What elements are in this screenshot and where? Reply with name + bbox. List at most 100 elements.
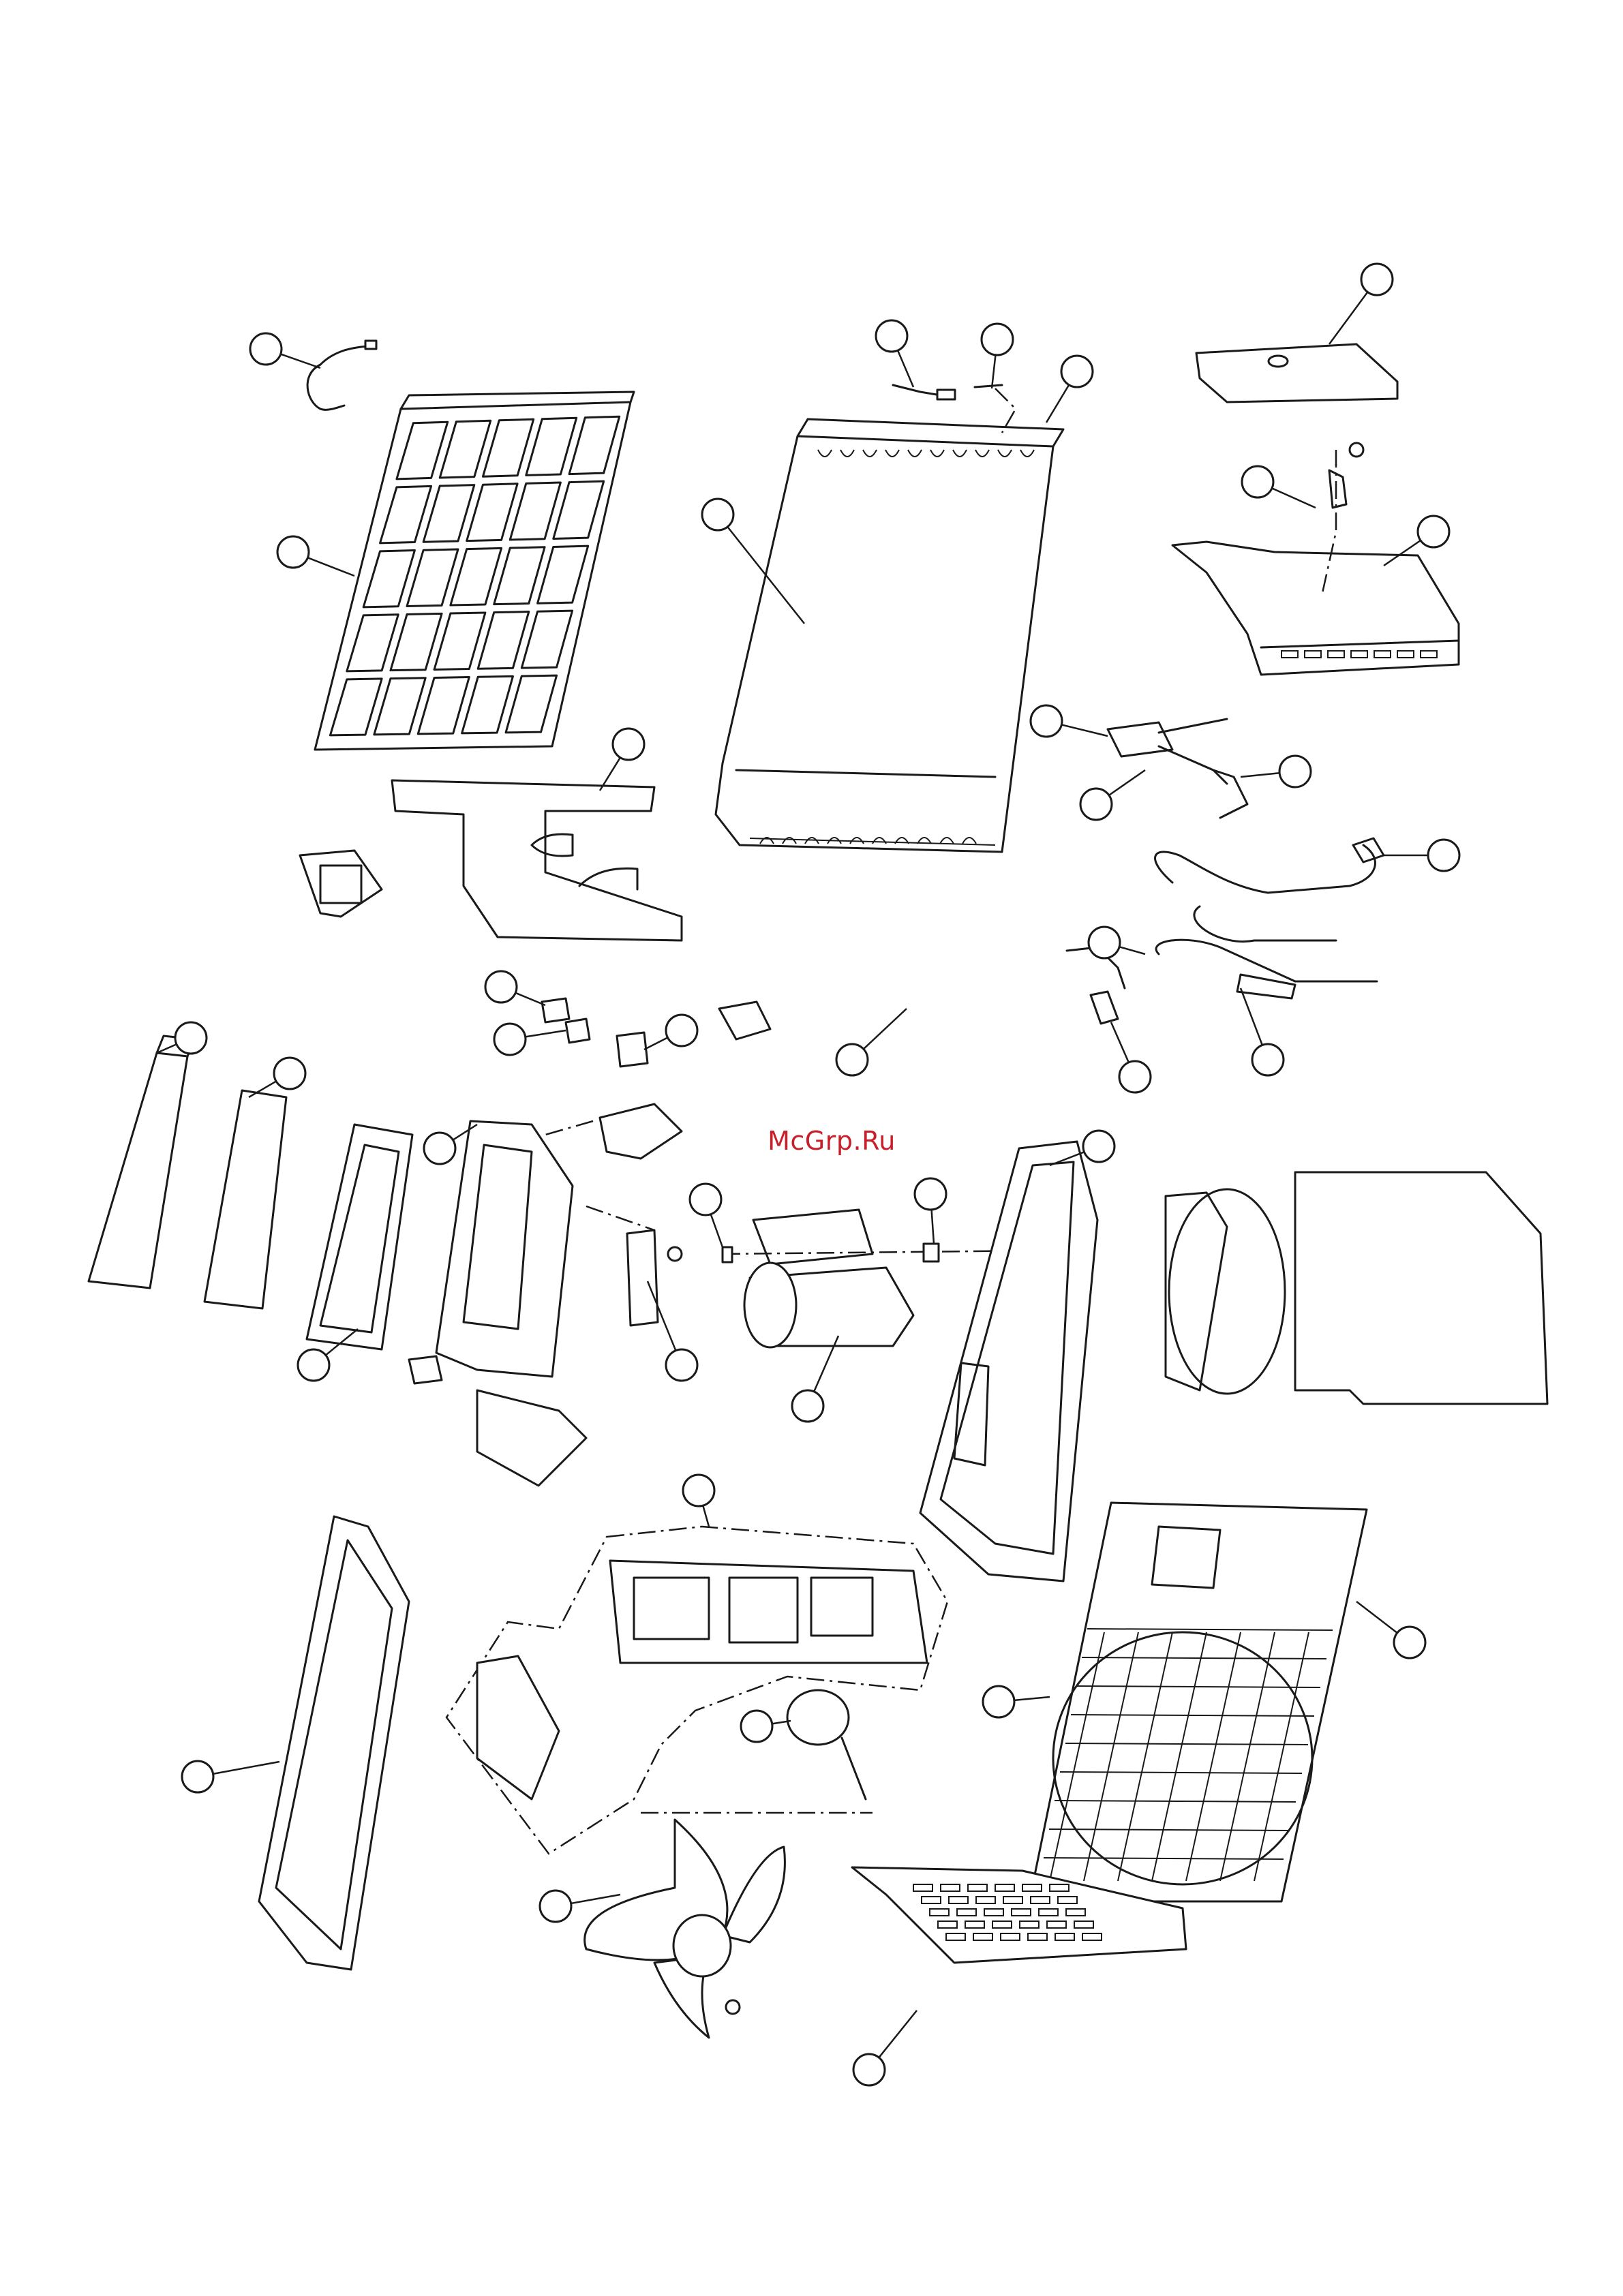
- callout-bubble: [683, 1475, 714, 1527]
- leader-line: [307, 557, 354, 576]
- callout-circle: [982, 324, 1013, 355]
- callout-bubble: [741, 1711, 791, 1742]
- sensor-probe: [1067, 947, 1125, 1024]
- callout-bubble: [1089, 927, 1145, 958]
- leader-line: [932, 1210, 934, 1244]
- leader-line: [1119, 947, 1145, 954]
- leader-line: [644, 1037, 668, 1050]
- callout-circle: [1083, 1131, 1114, 1162]
- filter-frame: [307, 1124, 412, 1349]
- leader-line: [515, 993, 545, 1005]
- watermark-text: McGrp.Ru: [743, 1126, 920, 1156]
- callout-circle: [666, 1349, 697, 1381]
- callout-bubble: [249, 1058, 305, 1097]
- leader-line: [1241, 773, 1279, 777]
- small-block: [409, 1356, 442, 1383]
- callout-circle: [1061, 356, 1093, 387]
- callout-circle: [792, 1390, 823, 1422]
- side-panel: [920, 1142, 1097, 1581]
- callout-circle: [702, 499, 733, 530]
- callout-bubble: [1242, 466, 1316, 508]
- callout-circle: [494, 1024, 526, 1055]
- callout-circle: [424, 1133, 455, 1164]
- callout-circle: [1279, 756, 1311, 787]
- callout-bubble: [1329, 264, 1393, 344]
- transformer: [300, 851, 382, 917]
- front-panel-left: [89, 1036, 194, 1288]
- callout-bubble: [157, 1022, 207, 1054]
- callout-bubble: [1384, 840, 1459, 871]
- callout-circle: [1418, 516, 1449, 547]
- callout-circle: [274, 1058, 305, 1089]
- callout-circle: [666, 1015, 697, 1046]
- callout-circle: [182, 1761, 213, 1792]
- front-panel-middle: [204, 1090, 286, 1308]
- callout-bubble: [182, 1761, 279, 1792]
- partition-plate: [392, 780, 682, 940]
- callout-bubble: [690, 1184, 723, 1247]
- callout-bubble: [250, 333, 320, 368]
- leader-line: [1241, 988, 1262, 1045]
- callout-bubble: [982, 324, 1013, 388]
- callout-bubble: [915, 1178, 946, 1244]
- callout-bubble: [1046, 356, 1093, 423]
- control-box-housing: [436, 1121, 586, 1486]
- leader-line: [898, 350, 913, 387]
- leader-line: [1272, 488, 1316, 508]
- leader-line: [1356, 1602, 1397, 1633]
- rear-grille-panel: [259, 1516, 409, 1970]
- callout-circle: [1242, 466, 1273, 498]
- leader-line: [1109, 770, 1145, 795]
- callout-bubble: [1241, 756, 1311, 787]
- leader-line: [1046, 385, 1069, 423]
- callout-bubble: [494, 1024, 566, 1055]
- callout-circle: [876, 320, 907, 352]
- callout-bubble: [1356, 1602, 1425, 1658]
- callout-bubble: [876, 320, 913, 387]
- callout-circle: [613, 729, 644, 760]
- leader-line: [879, 2010, 917, 2057]
- leader-line: [711, 1214, 723, 1247]
- callout-circle: [250, 333, 282, 365]
- fan-shroud-assembly: [446, 1527, 947, 1854]
- callout-bubble: [1241, 988, 1284, 1075]
- callout-circle: [1252, 1044, 1284, 1075]
- callout-circle: [277, 536, 309, 568]
- callout-circle: [836, 1044, 868, 1075]
- front-grille: [1029, 1503, 1367, 1901]
- callout-bubble: [1031, 705, 1108, 737]
- terminal-clips: [542, 998, 770, 1067]
- fan-motor: [641, 1690, 873, 1813]
- callout-circle: [298, 1349, 329, 1381]
- leader-line: [1061, 724, 1108, 736]
- relay-bracket: [586, 1206, 682, 1326]
- callout-circle: [915, 1178, 946, 1210]
- leader-line: [1111, 1022, 1129, 1062]
- leader-line: [1329, 292, 1367, 344]
- callout-circle: [175, 1022, 207, 1054]
- callout-circle: [853, 2054, 885, 2085]
- callout-circle: [485, 971, 517, 1002]
- control-box-tray: [1172, 443, 1459, 675]
- top-cover-plate: [1196, 344, 1397, 402]
- callout-circle: [1428, 840, 1459, 871]
- callout-circle: [1361, 264, 1393, 295]
- leader-line: [1014, 1697, 1050, 1700]
- fan-blade: [585, 1820, 785, 2038]
- callout-circle: [540, 1891, 571, 1922]
- callout-bubble: [1080, 770, 1145, 820]
- capacitor-and-valve: [1108, 719, 1247, 818]
- callout-bubble: [277, 536, 354, 576]
- callout-bubble: [853, 2010, 917, 2085]
- callout-circle: [1031, 705, 1062, 737]
- leader-line: [571, 1895, 620, 1903]
- callout-circle: [1119, 1061, 1151, 1092]
- refrigerant-piping: [1155, 838, 1384, 998]
- callout-circle: [683, 1475, 714, 1506]
- leader-line: [864, 1009, 907, 1049]
- callout-circle: [1089, 927, 1120, 958]
- outer-casing: [1166, 1172, 1547, 1404]
- callout-bubble: [1111, 1022, 1151, 1092]
- leader-line: [281, 354, 320, 368]
- callout-bubble: [600, 729, 644, 791]
